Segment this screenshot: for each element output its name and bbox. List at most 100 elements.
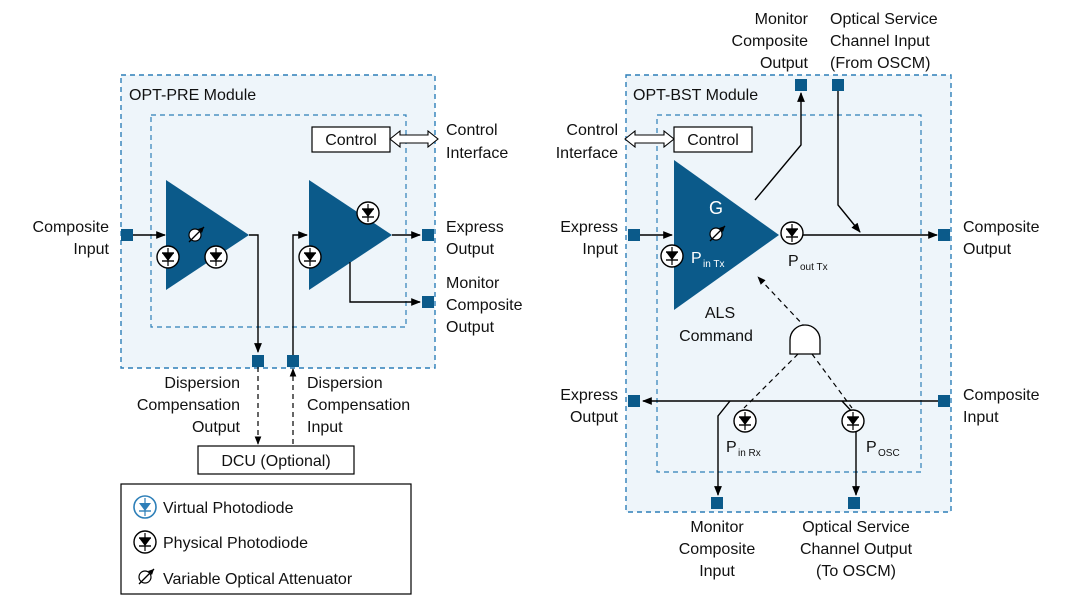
bst-composite-input-port [938,395,950,407]
bst-gate-osc-dash [811,353,853,409]
bst-composite-output-port [938,229,950,241]
bst-monitor-bottom-label-3: Input [699,563,735,580]
bst-express-output-label-1: Express [560,387,618,404]
bst-osc-out-label-2: Channel Output [800,541,913,558]
pre-monitor-wire [349,262,421,306]
bst-osc-out-label-1: Optical Service [802,519,910,536]
bst-osc-in-label-1: Optical Service [830,11,938,28]
bst-express-output-label-2: Output [570,409,619,426]
bst-osc-in-label-2: Channel Input [830,33,930,50]
pre-monitor-output-label-2: Composite [446,297,523,314]
pre-control-interface-arrow [389,129,439,149]
legend-box [120,483,412,595]
bst-gain-label: G [709,198,723,218]
bst-osc-in-port [832,79,844,91]
pre-express-output-label-1: Express [446,219,504,236]
bst-osc-in-label-3: (From OSCM) [830,55,930,72]
bst-monitor-bottom-label-1: Monitor [690,519,744,536]
bst-p-in-rx-label: P [726,439,737,456]
physical-photodiode-icon [133,530,157,554]
bst-p-in-rx-sub: in Rx [738,448,761,459]
pre-amplifier-1 [166,180,249,290]
bst-p-in-tx-sub: in Tx [703,259,725,270]
legend-physical-label: Physical Photodiode [163,535,308,552]
bst-monitor-top-port [795,79,807,91]
pre-composite-input-label-1: Composite [33,219,110,236]
pre-amp1-output-photodiode-icon [204,245,228,269]
pre-disp-out-wire [249,234,262,353]
bst-als-label-2: Command [679,328,753,345]
bst-monitor-top-wire [754,92,805,201]
legend: Virtual Photodiode Physical Photodiode V… [120,483,412,595]
bst-amplifier [674,160,779,310]
bst-p-out-tx-sub: out Tx [800,262,828,273]
opt-bst-module: OPT-BST Module Monitor Composite Output … [556,11,1040,580]
bst-p-out-tx-label: P [788,253,799,270]
bst-composite-input-label-2: Input [963,409,999,426]
pre-disp-in-port [287,355,299,367]
pre-control-interface-label-1: Control [446,122,498,139]
pre-disp-out-label-1: Dispersion [164,375,240,392]
opt-bst-title: OPT-BST Module [633,87,758,104]
pre-disp-in-label-2: Compensation [307,397,410,414]
bst-monitor-top-label-2: Composite [732,33,809,50]
pre-express-output-port [422,229,434,241]
bst-express-output-port [628,395,640,407]
bst-express-input-label-1: Express [560,219,618,236]
bst-control-interface-label-1: Control [566,122,618,139]
pre-express-output-label-2: Output [446,241,495,258]
pre-amplifier-2 [309,180,392,290]
dcu-box [197,445,355,475]
pre-control-label: Control [325,132,377,149]
bst-composite-output-label-2: Output [963,241,1012,258]
bst-p-in-tx-label: P [691,250,702,267]
bst-control-box [673,126,753,153]
bst-gate-rx-dash [743,353,799,409]
bst-express-input-label-2: Input [582,241,618,258]
bst-p-osc-photodiode-icon [841,409,865,433]
bst-control-label: Control [687,132,739,149]
pre-control-interface-label-2: Interface [446,145,508,162]
dcu-label: DCU (Optional) [221,453,330,470]
bst-p-out-tx-photodiode-icon [780,221,804,245]
bst-monitor-top-label-3: Output [760,55,809,72]
bst-p-in-tx-photodiode-icon [660,244,684,268]
bst-als-label-1: ALS [705,305,735,322]
bst-composite-output-label-1: Composite [963,219,1040,236]
bst-express-input-port [628,229,640,241]
pre-disp-in-wire [292,231,308,356]
pre-disp-out-port [252,355,264,367]
legend-virtual-label: Virtual Photodiode [163,500,294,517]
pre-disp-in-label-3: Input [307,419,343,436]
pre-monitor-output-label-1: Monitor [446,275,500,292]
opt-pre-title: OPT-PRE Module [129,87,256,104]
pre-amp1-input-photodiode-icon [156,245,180,269]
legend-voa-label: Variable Optical Attenuator [163,571,353,588]
bst-p-osc-sub: OSC [878,448,900,459]
opt-pre-inner-box [150,114,407,328]
bst-control-interface-label-2: Interface [556,145,618,162]
pre-monitor-output-port [422,296,434,308]
bst-composite-input-label-1: Composite [963,387,1040,404]
bst-monitor-bottom-port [711,497,723,509]
bst-osc-out-port [848,497,860,509]
bst-p-osc-label: P [866,439,877,456]
bst-osc-out-label-3: (To OSCM) [816,563,896,580]
pre-disp-out-label-3: Output [192,419,241,436]
bst-and-gate [789,324,821,355]
bst-p-in-rx-photodiode-icon [733,409,757,433]
bst-als-dash-arrow [757,276,807,329]
pre-amp2-output-photodiode-icon [356,201,380,225]
pre-amp2-input-photodiode-icon [298,245,322,269]
pre-composite-input-port [121,229,133,241]
opt-pre-module: OPT-PRE Module Control Control Interface… [33,74,523,475]
bst-osc-in-wire [837,91,861,233]
virtual-photodiode-icon [133,495,157,519]
bst-monitor-bottom-wire [714,400,731,496]
pre-monitor-output-label-3: Output [446,319,495,336]
bst-monitor-bottom-label-2: Composite [679,541,756,558]
pre-composite-input-label-2: Input [73,241,109,258]
pre-disp-out-label-2: Compensation [137,397,240,414]
